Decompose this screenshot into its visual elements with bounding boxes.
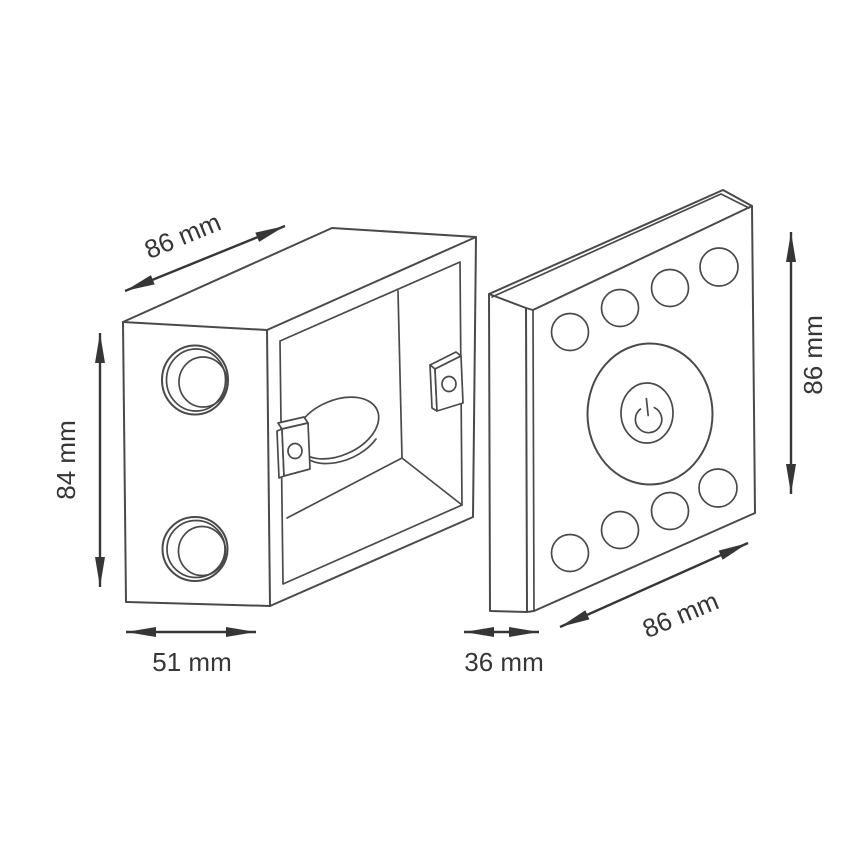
button-bottom-1: [550, 533, 590, 573]
dimension-box-depth: 51 mm: [126, 627, 256, 677]
dimension-panel-depth: 36 mm: [464, 627, 544, 677]
panel-width-label: 86 mm: [638, 585, 723, 644]
panel-top-chamfer: [491, 193, 750, 298]
mounting-tab-right: [429, 351, 464, 412]
power-icon: [634, 397, 663, 434]
panel-front-top-edge: [532, 205, 753, 311]
knockout-grommet-bottom: [161, 516, 229, 582]
button-top-4: [699, 247, 739, 287]
button-bottom-4: [698, 468, 738, 508]
mounting-tab-left: [276, 416, 311, 479]
box-height-label: 84 mm: [51, 420, 81, 499]
button-bottom-3: [650, 491, 690, 531]
mounting-box-drawing: [122, 227, 477, 607]
box-top-rim-edge: [266, 236, 477, 331]
button-bottom-2: [600, 510, 640, 550]
screw-hole-right: [441, 375, 457, 393]
button-top-3: [650, 268, 690, 308]
panel-depth-label: 36 mm: [464, 647, 543, 677]
button-top-1: [550, 312, 590, 352]
screw-hole-left: [287, 442, 303, 460]
box-back-wall-edge: [397, 290, 403, 459]
dimension-box-height: 84 mm: [51, 333, 105, 587]
box-silhouette: [122, 227, 477, 607]
dimension-panel-height: 86 mm: [786, 232, 828, 494]
box-depth-label: 51 mm: [152, 647, 231, 677]
box-floor-edges: [286, 457, 463, 519]
control-panel-drawing: [488, 189, 756, 613]
panel-height-label: 86 mm: [798, 315, 828, 394]
knockout-grommet-top: [161, 344, 229, 416]
button-top-2: [600, 288, 640, 328]
rotary-dial: [586, 342, 714, 486]
